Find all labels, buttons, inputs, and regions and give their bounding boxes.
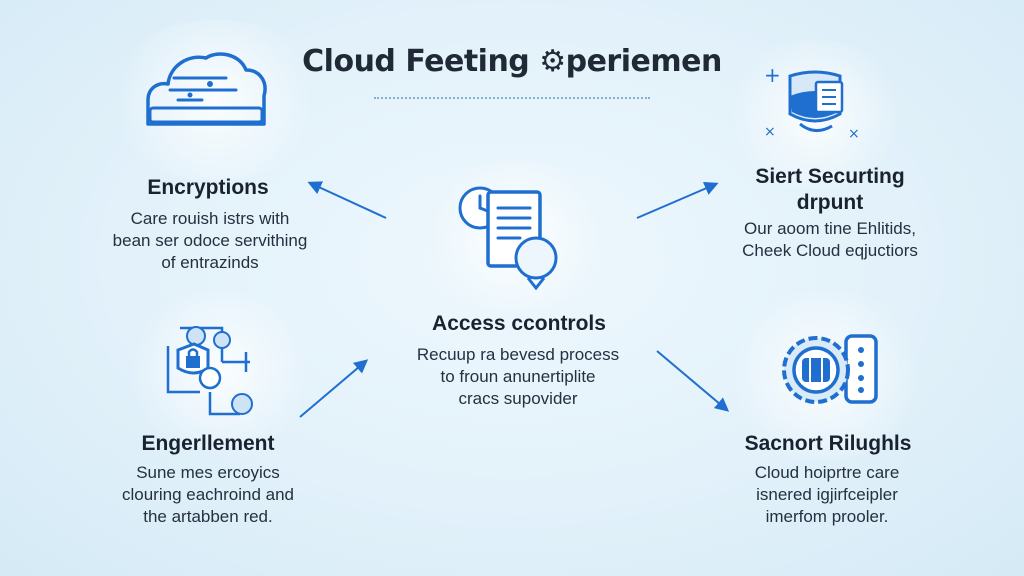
gear-database-icon	[782, 334, 878, 404]
securing-desc-line: Cheek Cloud eqjuctiors	[742, 241, 918, 260]
title-divider	[374, 97, 650, 99]
access-title: Access ccontrols	[432, 312, 606, 335]
cloud-server-icon	[146, 52, 267, 126]
glow-engerllement	[120, 290, 320, 450]
encryptions-description: Care rouish istrs with bean ser odoce se…	[90, 208, 330, 274]
svg-text:+: +	[764, 63, 781, 87]
securing-title-line: drpunt	[796, 191, 864, 214]
access-desc-line: cracs supovider	[458, 389, 578, 408]
rights-title: Sacnort Rilughls	[744, 432, 912, 455]
engerllement-desc-line: Sune mes ercoyics	[136, 463, 280, 482]
securing-description: Our aoom tine Ehlitids, Cheek Cloud eqju…	[712, 218, 948, 262]
rights-desc-line: isnered igjirfceipler	[756, 485, 898, 504]
svg-text:×: ×	[764, 124, 776, 140]
diagram-title: Cloud Feeting ⚙periemen	[302, 44, 722, 79]
securing-title-line: Siert Securting	[755, 165, 905, 188]
access-desc-line: Recuup ra bevesd process	[416, 345, 620, 364]
engerllement-title: Engerllement	[141, 432, 275, 455]
arrow-to-securing	[636, 181, 719, 219]
arrow-to-encryptions	[307, 181, 387, 219]
network-lock-icon	[166, 326, 253, 416]
shield-chip-icon: + × ×	[764, 63, 860, 142]
encryptions-title: Encryptions	[147, 176, 269, 199]
encryptions-desc-line: Care rouish istrs with	[130, 209, 290, 228]
encryptions-desc-line: of entrazinds	[161, 253, 259, 272]
arrow-to-engerllement	[299, 359, 369, 418]
arrow-to-rights	[656, 350, 730, 412]
svg-text:×: ×	[848, 126, 860, 142]
rights-desc-line: Cloud hoiprtre care	[754, 463, 900, 482]
securing-title: Siert Securting drpunt	[730, 164, 930, 216]
document-clock-icon	[458, 186, 558, 291]
rights-desc-line: imerfom prooler.	[765, 507, 889, 526]
securing-desc-line: Our aoom tine Ehlitids,	[744, 219, 916, 238]
engerllement-description: Sune mes ercoyics clouring eachroind and…	[90, 462, 326, 528]
access-desc-line: to froun anunertiplite	[440, 367, 596, 386]
engerllement-desc-line: the artabben red.	[143, 507, 273, 526]
glow-encryptions	[100, 20, 330, 180]
encryptions-desc-line: bean ser odoce servithing	[112, 231, 308, 250]
access-description: Recuup ra bevesd process to froun anuner…	[400, 344, 636, 410]
rights-description: Cloud hoiprtre care isnered igjirfceiple…	[712, 462, 942, 528]
engerllement-desc-line: clouring eachroind and	[121, 485, 294, 504]
